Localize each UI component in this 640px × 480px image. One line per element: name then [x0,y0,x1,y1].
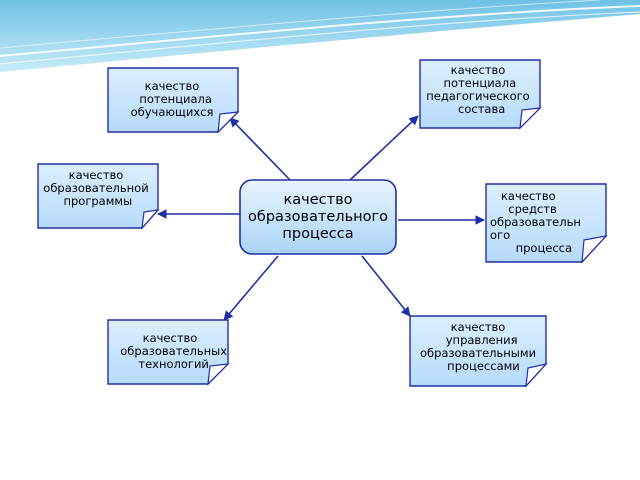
note-learners-label: качество потенциала обучающихся [130,79,214,119]
note-management [409,315,548,388]
note-management-label: качество управления образовательными про… [419,320,537,373]
connector-teachers [349,115,419,181]
note-technologies-label: качество образовательных технологий [120,331,228,371]
connectors [157,115,485,321]
note-learners [107,67,240,134]
note-program [37,163,160,230]
connector-management [361,255,411,317]
header-banner [0,0,640,72]
note-program-label: качество образовательной программы [43,168,149,208]
connector-learners [229,117,291,181]
center-node-label: качество образовательного процесса [248,192,388,242]
center-node [239,179,397,255]
note-teachers [419,59,542,130]
note-teachers-label: качество потенциала педагогического сост… [426,63,530,116]
note-technologies [107,319,230,386]
note-means-label: качество средств образовательн ого проце… [490,189,581,255]
note-means [485,183,608,264]
connector-technologies [223,255,279,321]
